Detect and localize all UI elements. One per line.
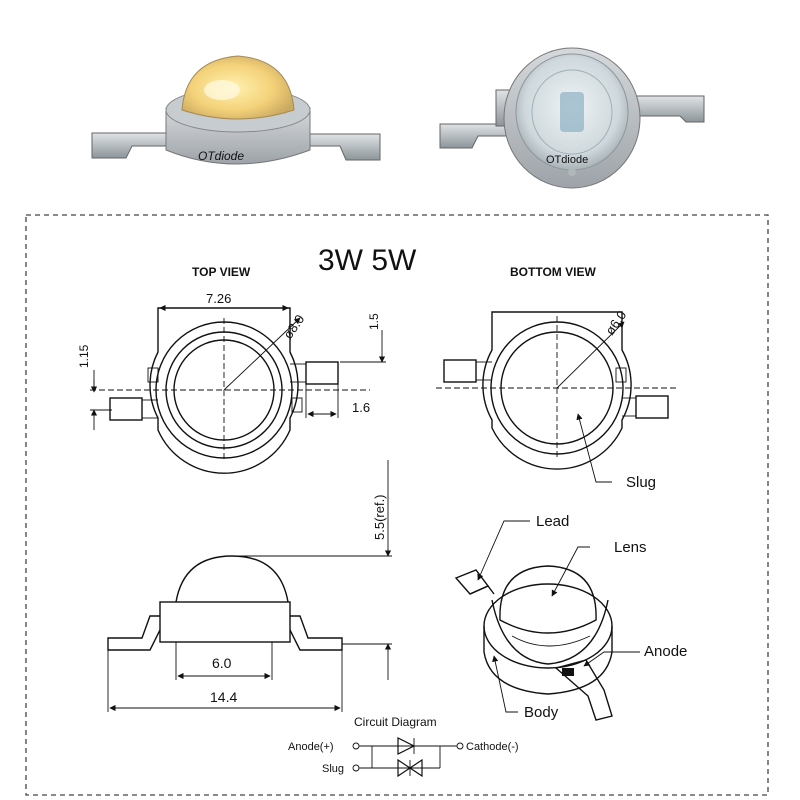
height-dimension: 5.5(ref.) <box>372 494 387 540</box>
circuit-title: Circuit Diagram <box>354 715 437 729</box>
left-height-dimension: 1.15 <box>77 344 91 368</box>
lead-width-dimension: 1.6 <box>352 400 370 415</box>
diagram-title: 3W 5W <box>318 244 417 277</box>
anode-label: Anode <box>644 643 687 660</box>
top-view-drawing <box>90 304 386 474</box>
circuit-anode-label: Anode(+) <box>288 741 334 753</box>
circuit-slug-label: Slug <box>322 763 344 775</box>
lens-label: Lens <box>614 539 647 556</box>
brand-text: OTdiode <box>198 149 244 163</box>
slug-label: Slug <box>626 474 656 491</box>
led-photo-clear: OTdiode <box>439 47 705 189</box>
brand-text: OTdiode <box>546 154 588 166</box>
diameter-dimension: ø8.0 <box>280 312 307 342</box>
right-height-dimension: 1.5 <box>367 313 381 330</box>
side-view-drawing <box>107 460 392 712</box>
width-dimension: 7.26 <box>206 291 231 306</box>
lead-label: Lead <box>536 513 569 530</box>
bottom-view-drawing <box>436 311 676 483</box>
circuit-cathode-label: Cathode(-) <box>466 741 519 753</box>
body-label: Body <box>524 704 559 721</box>
total-width-dimension: 14.4 <box>210 689 237 705</box>
bottom-view-label: BOTTOM VIEW <box>510 265 596 279</box>
diagram-frame <box>25 214 769 796</box>
top-view-label: TOP VIEW <box>192 265 251 279</box>
led-photo-warm: OTdiode <box>91 55 381 165</box>
inner-width-dimension: 6.0 <box>212 655 232 671</box>
circuit-drawing <box>352 737 464 778</box>
iso-view-drawing <box>454 520 640 721</box>
